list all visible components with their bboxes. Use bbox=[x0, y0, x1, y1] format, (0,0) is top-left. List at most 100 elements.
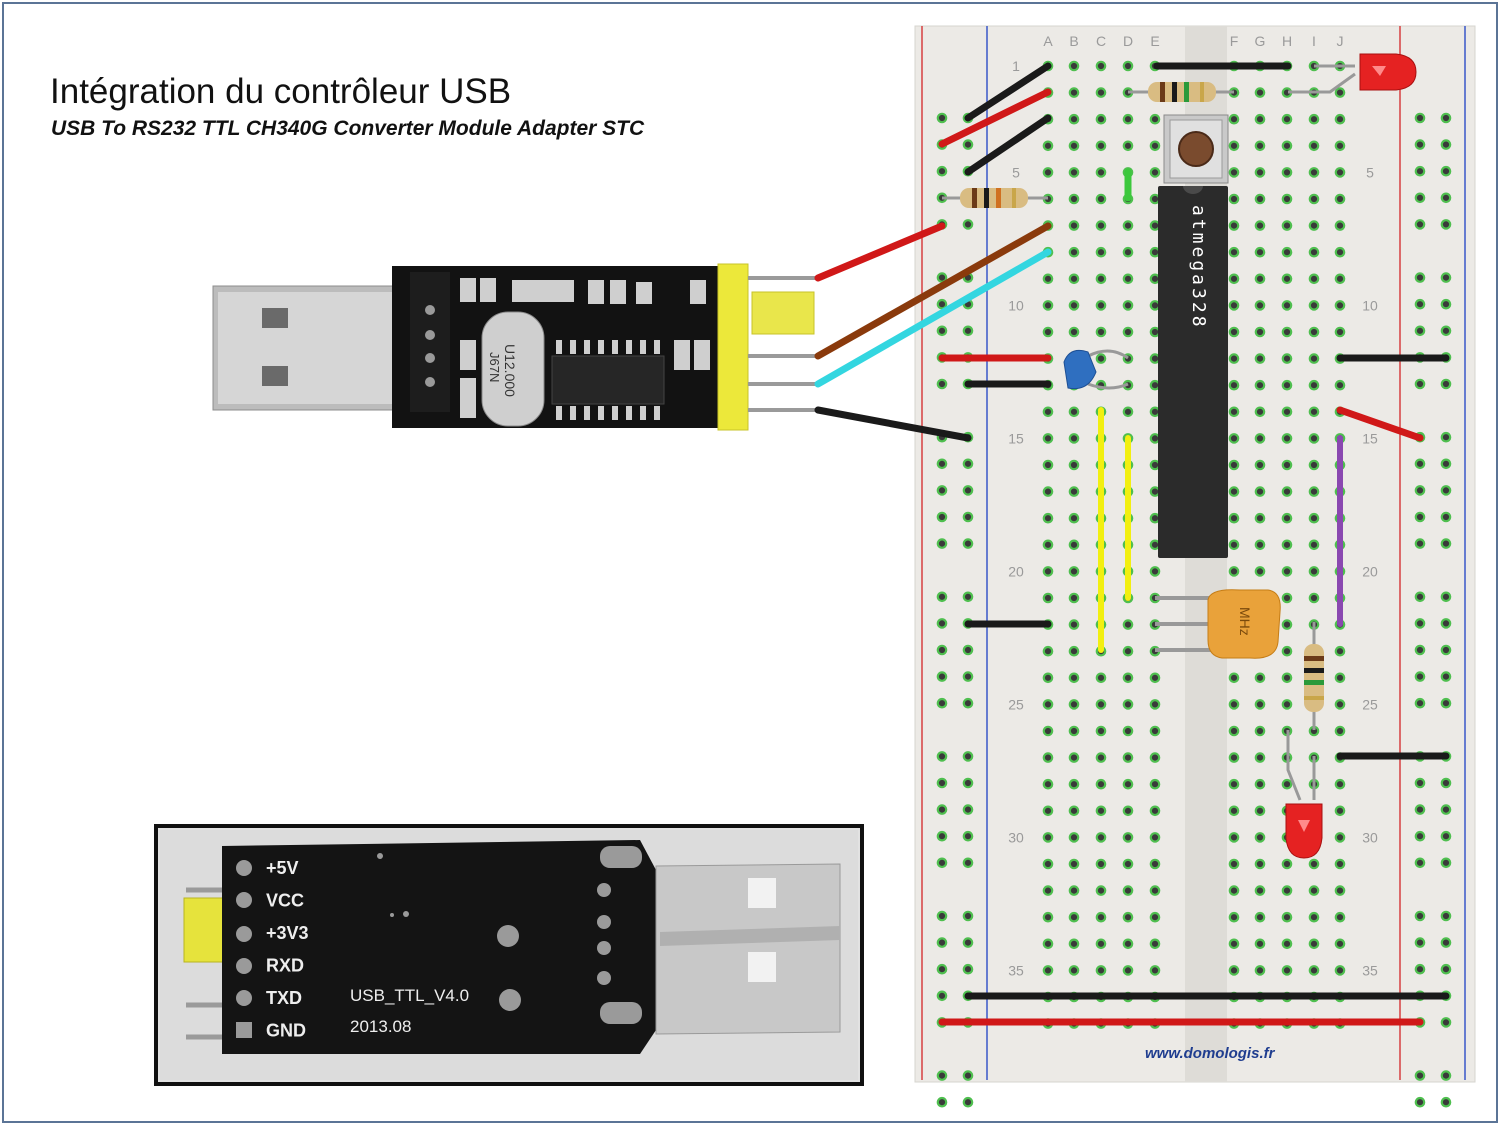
column-label: B bbox=[1069, 33, 1078, 49]
ceramic-capacitor bbox=[1063, 349, 1129, 390]
breadboard-hole bbox=[1122, 858, 1134, 870]
breadboard-hole bbox=[1122, 699, 1134, 710]
row-label: 10 bbox=[1008, 297, 1024, 313]
rail-hole bbox=[1414, 298, 1426, 310]
breadboard-wires bbox=[938, 62, 1450, 1026]
breadboard-hole bbox=[1334, 832, 1346, 843]
rail-hole bbox=[1414, 165, 1426, 177]
breadboard-hole bbox=[1308, 885, 1320, 896]
rail-hole bbox=[936, 112, 948, 124]
breadboard-hole bbox=[1334, 699, 1346, 710]
breadboard-hole bbox=[1149, 486, 1161, 497]
rail-hole bbox=[1414, 830, 1426, 842]
page-title: Intégration du contrôleur USB bbox=[50, 72, 512, 111]
usb-date-label: 2013.08 bbox=[350, 1017, 411, 1036]
breadboard-hole bbox=[1334, 672, 1346, 684]
breadboard-hole bbox=[1254, 300, 1266, 311]
rail-hole bbox=[936, 458, 948, 470]
breadboard-hole bbox=[1042, 672, 1054, 684]
breadboard-hole bbox=[1308, 220, 1320, 231]
rail-hole bbox=[1414, 139, 1426, 150]
rail-hole bbox=[1414, 671, 1426, 682]
breadboard-hole bbox=[1068, 486, 1080, 497]
breadboard-hole bbox=[1254, 699, 1266, 710]
rail-hole bbox=[962, 139, 974, 150]
rail-hole bbox=[1414, 192, 1426, 204]
breadboard-hole bbox=[1334, 379, 1346, 391]
breadboard-hole bbox=[1042, 805, 1054, 817]
breadboard-hole bbox=[1042, 911, 1054, 923]
column-label: D bbox=[1123, 33, 1133, 49]
breadboard-hole bbox=[1254, 273, 1266, 285]
rail-hole bbox=[1414, 378, 1426, 390]
rail-hole bbox=[962, 485, 974, 496]
row-label: 35 bbox=[1362, 962, 1378, 978]
breadboard-hole bbox=[1095, 220, 1107, 231]
breadboard-hole bbox=[1228, 273, 1240, 285]
usb-pin-label: GND bbox=[266, 1021, 306, 1041]
breadboard-hole bbox=[1254, 778, 1266, 790]
rail-hole bbox=[1414, 1096, 1426, 1108]
breadboard-hole bbox=[1149, 433, 1161, 444]
column-label: G bbox=[1255, 33, 1266, 49]
rail-hole bbox=[1414, 910, 1426, 922]
rail-hole bbox=[1440, 192, 1452, 204]
rail-hole bbox=[962, 671, 974, 682]
breadboard-hole bbox=[1122, 645, 1134, 657]
breadboard-hole bbox=[1095, 353, 1107, 364]
rail-hole bbox=[936, 671, 948, 682]
rail-hole bbox=[1414, 697, 1426, 709]
breadboard-hole bbox=[1149, 220, 1161, 231]
breadboard-row-labels: 1155101015152020252530303535 bbox=[1008, 58, 1378, 978]
module-connection-wires bbox=[814, 222, 1052, 442]
column-label: J bbox=[1337, 33, 1344, 49]
breadboard-hole bbox=[1228, 938, 1240, 950]
breadboard-hole bbox=[1068, 885, 1080, 896]
breadboard-hole bbox=[1228, 512, 1240, 524]
breadboard-hole bbox=[1042, 300, 1054, 311]
rail-hole bbox=[1440, 458, 1452, 470]
website-link[interactable]: www.domologis.fr bbox=[1145, 1045, 1275, 1062]
column-label: I bbox=[1312, 33, 1316, 49]
breadboard-hole bbox=[1281, 619, 1293, 630]
breadboard-hole bbox=[1149, 459, 1161, 471]
breadboard-hole bbox=[1254, 246, 1266, 258]
rail-hole bbox=[936, 165, 948, 177]
breadboard-hole bbox=[1149, 273, 1161, 285]
rail-hole bbox=[1414, 219, 1426, 230]
breadboard-hole bbox=[1308, 193, 1320, 205]
rail-hole bbox=[1414, 618, 1426, 629]
breadboard-hole bbox=[1122, 752, 1134, 763]
breadboard-hole bbox=[1281, 885, 1293, 896]
breadboard-hole bbox=[1122, 778, 1134, 790]
breadboard-hole bbox=[1254, 87, 1266, 98]
breadboard-hole bbox=[1334, 113, 1346, 125]
breadboard-hole bbox=[1281, 592, 1293, 604]
rail-hole bbox=[1414, 591, 1426, 603]
breadboard-hole bbox=[1228, 965, 1240, 976]
breadboard-hole bbox=[1334, 645, 1346, 657]
breadboard-hole bbox=[1122, 832, 1134, 843]
breadboard-hole bbox=[1254, 512, 1266, 524]
breadboard-hole bbox=[1308, 273, 1320, 285]
rail-hole bbox=[962, 511, 974, 523]
breadboard-hole bbox=[1068, 326, 1080, 338]
breadboard-hole bbox=[1149, 140, 1161, 152]
column-label: E bbox=[1150, 33, 1159, 49]
breadboard-hole bbox=[1228, 672, 1240, 684]
usb-pin-label: +3V3 bbox=[266, 923, 309, 943]
rail-hole bbox=[1440, 511, 1452, 523]
rail-hole bbox=[936, 857, 948, 869]
breadboard-hole bbox=[1308, 353, 1320, 364]
breadboard-hole bbox=[1122, 406, 1134, 418]
breadboard-hole bbox=[1281, 353, 1293, 364]
breadboard-hole bbox=[1228, 326, 1240, 338]
rail-hole bbox=[1440, 219, 1452, 230]
breadboard-hole bbox=[1042, 167, 1054, 178]
breadboard-hole bbox=[1254, 672, 1266, 684]
breadboard-hole bbox=[1068, 273, 1080, 285]
breadboard-hole bbox=[1095, 167, 1107, 178]
breadboard-hole bbox=[1308, 965, 1320, 976]
rail-hole bbox=[1414, 538, 1426, 549]
